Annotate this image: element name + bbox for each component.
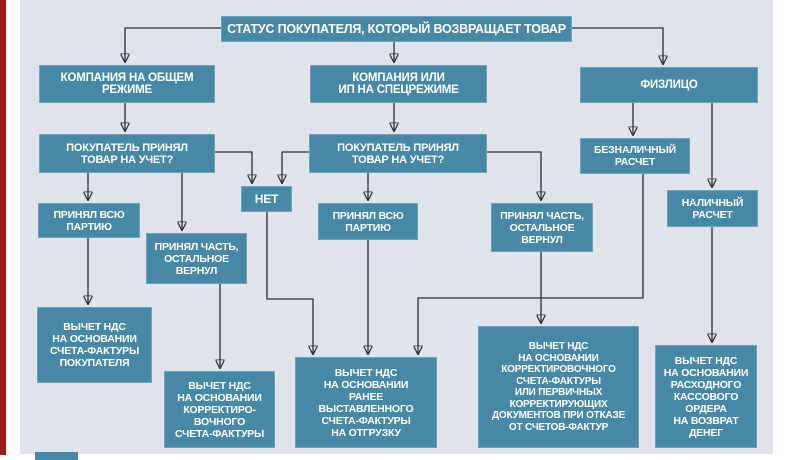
page-edge-stripe	[0, 0, 6, 455]
node-title: СТАТУС ПОКУПАТЕЛЯ, КОТОРЫЙ ВОЗВРАЩАЕТ ТО…	[221, 16, 572, 42]
node-company-special: КОМПАНИЯ ИЛИ ИП НА СПЕЦРЕЖИМЕ	[310, 65, 487, 103]
node-deduction-corrective-docs: ВЫЧЕТ НДС НА ОСНОВАНИИ КОРРЕКТИРОВОЧНОГО…	[478, 326, 639, 448]
node-deduction-buyer-invoice: ВЫЧЕТ НДС НА ОСНОВАНИИ СЧЕТА-ФАКТУРЫ ПОК…	[37, 307, 152, 383]
node-deduction-cash-order: ВЫЧЕТ НДС НА ОСНОВАНИИ РАСХОДНОГО КАССОВ…	[655, 345, 757, 448]
node-cash: НАЛИЧНЫЙ РАСЧЕТ	[667, 190, 758, 227]
node-company-general: КОМПАНИЯ НА ОБЩЕМ РЕЖИМЕ	[39, 65, 215, 103]
cropped-element-fragment	[35, 452, 78, 460]
node-accepted-all-mid: ПРИНЯЛ ВСЮ ПАРТИЮ	[318, 203, 418, 240]
node-deduction-shipping-invoice: ВЫЧЕТ НДС НА ОСНОВАНИИ РАНЕЕ ВЫСТАВЛЕННО…	[295, 357, 437, 448]
node-no: НЕТ	[241, 186, 292, 212]
node-accepted-part-left: ПРИНЯЛ ЧАСТЬ, ОСТАЛЬНОЕ ВЕРНУЛ	[146, 233, 247, 284]
node-cashless: БЕЗНАЛИЧНЫЙ РАСЧЕТ	[580, 138, 690, 174]
node-individual: ФИЗЛИЦО	[580, 67, 758, 103]
node-accepted-all-left: ПРИНЯЛ ВСЮ ПАРТИЮ	[38, 203, 140, 238]
node-accepted-part-mid: ПРИНЯЛ ЧАСТЬ, ОСТАЛЬНОЕ ВЕРНУЛ	[491, 203, 593, 252]
node-deduction-corrective-invoice: ВЫЧЕТ НДС НА ОСНОВАНИИ КОРРЕКТИРО- ВОЧНО…	[164, 371, 275, 448]
node-question-mid: ПОКУПАТЕЛЬ ПРИНЯЛ ТОВАР НА УЧЕТ?	[309, 134, 487, 173]
node-question-left: ПОКУПАТЕЛЬ ПРИНЯЛ ТОВАР НА УЧЕТ?	[39, 134, 215, 173]
